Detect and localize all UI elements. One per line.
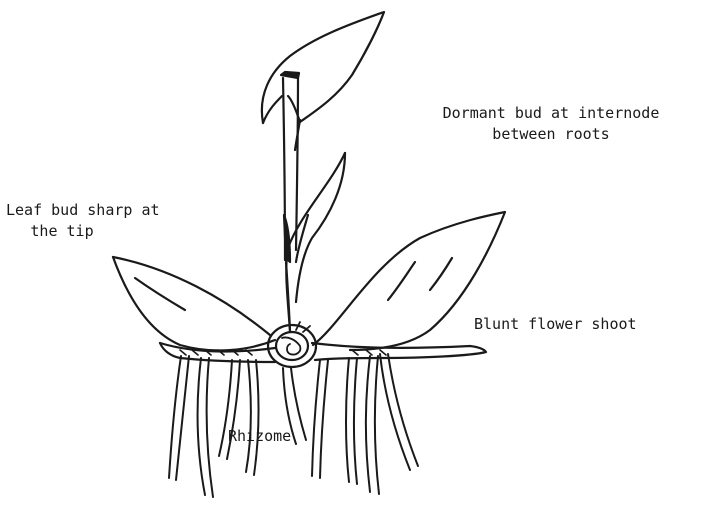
leaf-bud-label: Leaf bud sharp at the tip [6,200,118,242]
dormant-bud-label: Dormant bud at internode between roots [380,103,722,145]
rhizome-label: Rhizome [228,426,328,447]
dormant-bud-icon [268,322,316,367]
dormant-bud-label-line2: between roots [380,124,722,145]
blunt-flower-shoot-label: Blunt flower shoot [474,314,722,335]
dormant-bud-label-line1: Dormant bud at internode [380,103,722,124]
left-leaf-icon [113,257,275,350]
leaf-bud-label-line1: Leaf bud sharp at [6,200,118,221]
tall-leaf-icon [262,12,384,150]
leaf-bud-label-line2: the tip [6,221,118,242]
